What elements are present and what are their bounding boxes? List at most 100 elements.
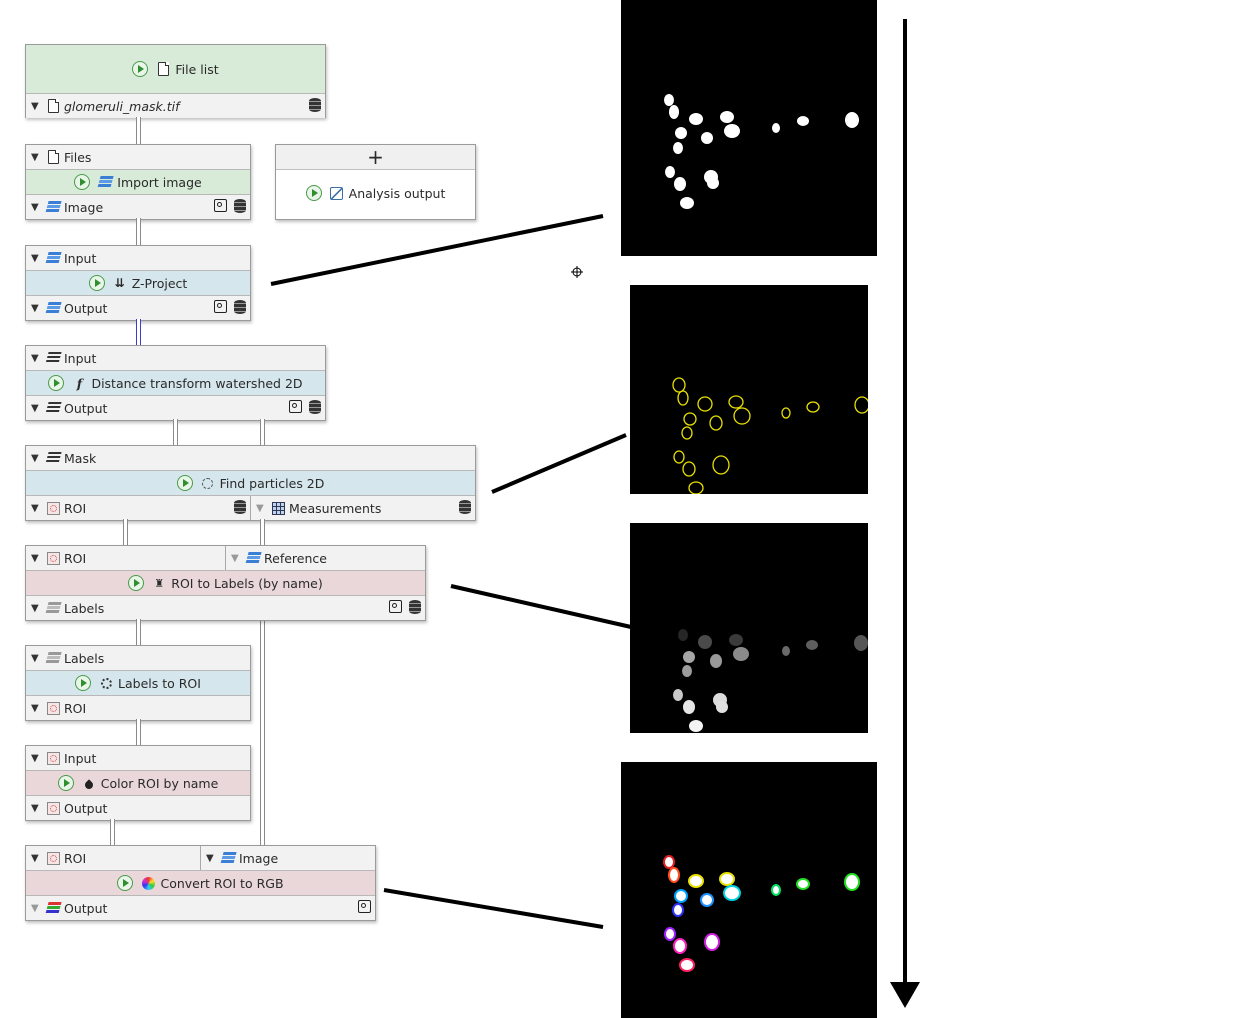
output-slot-measurements[interactable]: ▼ Measurements xyxy=(250,496,475,520)
chevron-down-icon[interactable]: ▼ xyxy=(256,502,264,514)
image-stack-icon xyxy=(45,201,62,214)
chevron-down-icon[interactable]: ▼ xyxy=(31,702,39,714)
add-button[interactable]: + xyxy=(276,145,475,170)
input-slot[interactable]: ▼ Files xyxy=(26,145,250,169)
chevron-down-icon[interactable]: ▼ xyxy=(31,552,39,564)
play-icon[interactable] xyxy=(75,675,92,691)
output-slot[interactable]: ▼ Image xyxy=(26,195,250,219)
chevron-down-icon[interactable]: ▼ xyxy=(231,552,239,564)
chevron-down-icon[interactable]: ▼ xyxy=(31,602,39,614)
snapshot-icon[interactable] xyxy=(289,400,302,413)
output-slot[interactable]: ▼ Output xyxy=(26,796,250,820)
output-slot[interactable]: ▼ ROI xyxy=(26,696,250,720)
play-icon[interactable] xyxy=(305,185,322,201)
chevron-down-icon[interactable]: ▼ xyxy=(31,452,39,464)
snapshot-icon[interactable] xyxy=(214,300,227,313)
play-icon[interactable] xyxy=(48,375,65,391)
node-header[interactable]: ♜ ROI to Labels (by name) xyxy=(26,570,425,596)
node-header[interactable]: Analysis output xyxy=(276,181,475,205)
node-roi-to-labels[interactable]: ▼ ROI ▼ Reference ♜ ROI to Labels (by na… xyxy=(25,545,426,621)
rgb-stack-icon xyxy=(45,902,62,915)
label-blob xyxy=(729,634,743,646)
node-convert-roi-to-rgb[interactable]: ▼ ROI ▼ Image Convert ROI to RGB ▼ Outpu… xyxy=(25,845,376,921)
chevron-down-icon[interactable]: ▼ xyxy=(31,902,39,914)
input-slot[interactable]: ▼ Input xyxy=(26,746,250,770)
output-slot[interactable]: ▼ glomeruli_mask.tif xyxy=(26,94,325,118)
snapshot-icon[interactable] xyxy=(358,900,371,913)
output-slot[interactable]: ▼ Labels xyxy=(26,596,425,620)
node-find-particles[interactable]: ▼ Mask Find particles 2D ▼ ROI ▼ Measure… xyxy=(25,445,476,521)
input-slot[interactable]: ▼ Input xyxy=(26,346,325,370)
play-icon[interactable] xyxy=(57,775,74,791)
database-icon[interactable] xyxy=(309,98,321,112)
database-icon[interactable] xyxy=(234,199,246,213)
input-slot[interactable]: ▼ Input xyxy=(26,246,250,270)
output-slot[interactable]: ▼ Output xyxy=(26,296,250,320)
database-icon[interactable] xyxy=(459,500,471,514)
chevron-down-icon[interactable]: ▼ xyxy=(31,502,39,514)
play-icon[interactable] xyxy=(132,61,149,77)
output-slot-roi[interactable]: ▼ ROI xyxy=(26,496,250,520)
node-color-roi-by-name[interactable]: ▼ Input Color ROI by name ▼ Output xyxy=(25,745,251,821)
particles-icon xyxy=(201,476,215,490)
play-icon[interactable] xyxy=(117,875,134,891)
database-icon[interactable] xyxy=(234,500,246,514)
connection xyxy=(136,117,141,145)
node-header[interactable]: Color ROI by name xyxy=(26,770,250,796)
output-slots: ▼ ROI xyxy=(26,696,250,720)
node-file-list[interactable]: File list ▼ glomeruli_mask.tif xyxy=(25,44,326,118)
database-icon[interactable] xyxy=(234,300,246,314)
preview-binary-mask xyxy=(621,0,877,256)
input-slot-image[interactable]: ▼ Image xyxy=(200,846,375,870)
input-slot-roi[interactable]: ▼ ROI xyxy=(26,546,225,570)
snapshot-icon[interactable] xyxy=(214,199,227,212)
chevron-down-icon[interactable]: ▼ xyxy=(31,151,39,163)
chevron-down-icon[interactable]: ▼ xyxy=(31,100,39,112)
chevron-down-icon[interactable]: ▼ xyxy=(31,201,39,213)
play-icon[interactable] xyxy=(128,575,145,591)
input-slot[interactable]: ▼ Labels xyxy=(26,646,250,670)
node-header[interactable]: Convert ROI to RGB xyxy=(26,870,375,896)
node-z-project[interactable]: ▼ Input ⇊ Z-Project ▼ Output xyxy=(25,245,251,321)
database-icon[interactable] xyxy=(309,400,321,414)
input-slots: ▼ Input xyxy=(26,346,325,370)
chevron-down-icon[interactable]: ▼ xyxy=(31,752,39,764)
label-blob xyxy=(733,647,749,661)
chevron-down-icon[interactable]: ▼ xyxy=(31,402,39,414)
chevron-down-icon[interactable]: ▼ xyxy=(31,252,39,264)
input-slot-reference[interactable]: ▼ Reference xyxy=(225,546,425,570)
node-header[interactable]: ⇊ Z-Project xyxy=(26,270,250,296)
output-slot[interactable]: ▼ Output xyxy=(26,396,325,420)
play-icon[interactable] xyxy=(176,475,193,491)
play-icon[interactable] xyxy=(88,275,105,291)
node-import-image[interactable]: ▼ Files Import image ▼ Image xyxy=(25,144,251,220)
node-header[interactable]: Import image xyxy=(26,169,250,195)
node-labels-to-roi[interactable]: ▼ Labels Labels to ROI ▼ ROI xyxy=(25,645,251,721)
node-header[interactable]: f Distance transform watershed 2D xyxy=(26,370,325,396)
node-distance-transform-watershed[interactable]: ▼ Input f Distance transform watershed 2… xyxy=(25,345,326,421)
database-icon[interactable] xyxy=(409,600,421,614)
chevron-down-icon[interactable]: ▼ xyxy=(31,352,39,364)
node-header[interactable]: Find particles 2D xyxy=(26,470,475,496)
chevron-down-icon[interactable]: ▼ xyxy=(31,652,39,664)
node-header[interactable]: File list xyxy=(26,45,325,94)
flow-arrow xyxy=(890,19,920,1008)
roi-icon xyxy=(47,801,60,815)
node-title: Labels to ROI xyxy=(118,675,201,691)
chevron-down-icon[interactable]: ▼ xyxy=(31,302,39,314)
slot-label: Output xyxy=(64,800,108,816)
node-analysis-output[interactable]: + Analysis output xyxy=(275,144,476,220)
connection xyxy=(260,519,265,846)
chevron-down-icon[interactable]: ▼ xyxy=(31,802,39,814)
input-slot-roi[interactable]: ▼ ROI xyxy=(26,846,200,870)
node-header[interactable]: Labels to ROI xyxy=(26,670,250,696)
chevron-down-icon[interactable]: ▼ xyxy=(31,852,39,864)
roi-blob xyxy=(688,874,704,888)
label-blob xyxy=(682,665,692,677)
chevron-down-icon[interactable]: ▼ xyxy=(206,852,214,864)
input-slot[interactable]: ▼ Mask xyxy=(26,446,475,470)
output-slots: ▼ Image xyxy=(26,195,250,219)
output-slot[interactable]: ▼ Output xyxy=(26,896,375,920)
snapshot-icon[interactable] xyxy=(389,600,402,613)
play-icon[interactable] xyxy=(74,174,91,190)
